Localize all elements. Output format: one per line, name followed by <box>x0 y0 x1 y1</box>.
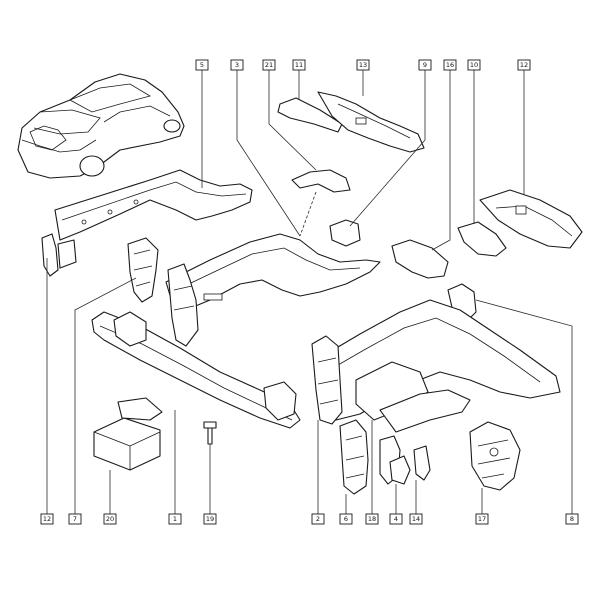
part-4-clip <box>389 455 411 485</box>
callout-4[interactable]: 4 <box>389 513 403 525</box>
part-2-upright <box>311 335 343 425</box>
callout-10-label: 10 <box>470 61 478 69</box>
part-9-clip <box>329 219 361 247</box>
callout-19-label: 19 <box>206 515 214 523</box>
callout-20-label: 20 <box>106 515 114 523</box>
callout-12-top[interactable]: 12 <box>517 59 531 71</box>
part-19-bolt <box>203 421 217 445</box>
callout-21-label: 21 <box>265 61 273 69</box>
callout-1-label: 1 <box>173 515 177 523</box>
part-12-left-bracket <box>41 233 77 277</box>
callout-6[interactable]: 6 <box>339 513 353 525</box>
callout-20[interactable]: 20 <box>103 513 117 525</box>
part-6-upright <box>339 419 369 495</box>
callout-5[interactable]: 5 <box>195 59 209 71</box>
part-7-upright-support <box>127 237 159 303</box>
callout-4-label: 4 <box>394 515 398 523</box>
callout-12-bottom[interactable]: 12 <box>40 513 54 525</box>
callout-19[interactable]: 19 <box>203 513 217 525</box>
callout-14[interactable]: 14 <box>409 513 423 525</box>
callout-10[interactable]: 10 <box>467 59 481 71</box>
callout-8[interactable]: 8 <box>565 513 579 525</box>
callout-18[interactable]: 18 <box>365 513 379 525</box>
callout-17-label: 17 <box>478 515 486 523</box>
callout-17[interactable]: 17 <box>475 513 489 525</box>
part-12-right-bracket <box>479 189 583 249</box>
callout-16[interactable]: 16 <box>443 59 457 71</box>
part-13-upper-assembly <box>317 91 425 153</box>
part-11-upper-bracket <box>277 97 343 133</box>
callout-9-label: 9 <box>423 61 427 69</box>
part-16-bracket <box>391 239 449 279</box>
part-3-main-rail <box>165 233 381 347</box>
callout-2-label: 2 <box>316 515 320 523</box>
callout-9[interactable]: 9 <box>418 59 432 71</box>
part-14-bracket <box>413 445 431 481</box>
callout-11[interactable]: 11 <box>292 59 306 71</box>
callout-6-label: 6 <box>344 515 348 523</box>
callout-18-label: 18 <box>368 515 376 523</box>
part-20-fastener-kit <box>93 397 163 471</box>
callout-7-label: 7 <box>73 515 77 523</box>
part-5-upper-side-rail <box>54 169 253 241</box>
callout-14-label: 14 <box>412 515 420 523</box>
callout-12-bottom-label: 12 <box>43 515 51 523</box>
leader-lines <box>46 70 573 514</box>
callout-12-top-label: 12 <box>520 61 528 69</box>
callout-8-label: 8 <box>570 515 574 523</box>
callout-13-label: 13 <box>359 61 367 69</box>
part-1-front-cross-member <box>91 311 301 429</box>
callout-7[interactable]: 7 <box>68 513 82 525</box>
callout-21[interactable]: 21 <box>262 59 276 71</box>
callout-16-label: 16 <box>446 61 454 69</box>
callout-2[interactable]: 2 <box>311 513 325 525</box>
lower-right-frame-assembly <box>315 299 561 433</box>
part-10-bracket <box>457 221 507 257</box>
callout-13[interactable]: 13 <box>356 59 370 71</box>
callout-1[interactable]: 1 <box>168 513 182 525</box>
part-17-panel <box>469 421 521 491</box>
callout-5-label: 5 <box>200 61 204 69</box>
callout-3[interactable]: 3 <box>230 59 244 71</box>
callout-11-label: 11 <box>295 61 303 69</box>
callout-3-label: 3 <box>235 61 239 69</box>
car-overview-illustration <box>17 73 185 179</box>
part-21-bracket <box>291 169 351 193</box>
